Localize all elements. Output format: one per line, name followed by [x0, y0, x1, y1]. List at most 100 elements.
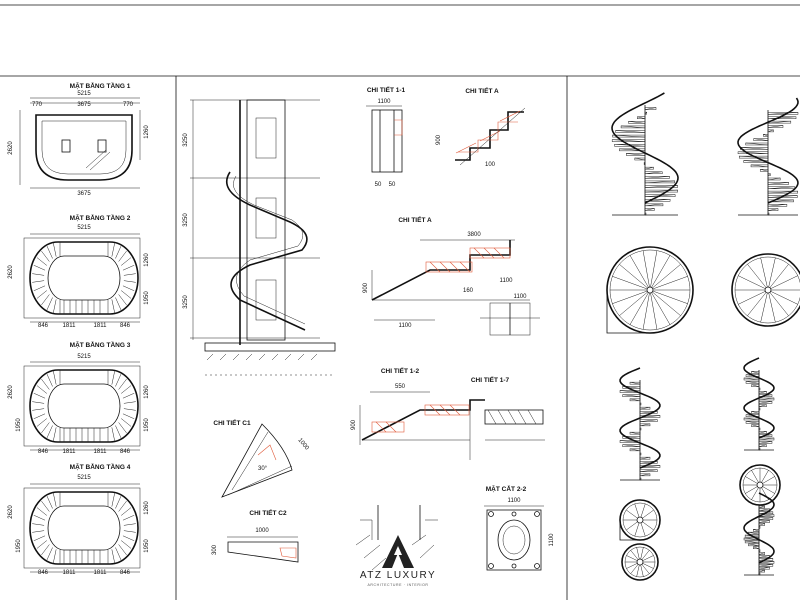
plan-4-dim-right-b: 1950: [144, 539, 150, 553]
detail-c2: CHI TIẾT C2 1000 300: [212, 507, 299, 563]
detail-c2-left: 300: [212, 544, 218, 555]
plan-1-dim-bottom: 3675: [77, 191, 91, 197]
plan-3-dim-right-a: 1260: [144, 385, 150, 399]
detail-a-large-mid: 160: [463, 288, 474, 294]
detail-c1-dim: 1000: [296, 437, 310, 452]
detail-a-large-bottom: 1100: [399, 323, 413, 329]
logo-tagline: ARCHITECTURE · INTERIOR: [367, 583, 428, 587]
detail-a-large-r2: 1100: [514, 294, 528, 300]
plan-1-dim-total: 5215: [77, 91, 91, 97]
detail-a-large-left: 900: [363, 282, 369, 293]
detail-a-small: CHI TIẾT A 900 100: [436, 85, 526, 168]
section-2-2-right: 1100: [549, 533, 555, 547]
detail-1-1-b2: 50: [389, 182, 396, 188]
plan-2-dim-right-b: 1950: [144, 291, 150, 305]
logo-name: ATZ LUXURY: [360, 570, 436, 581]
plan-3-dim-right-b: 1950: [144, 418, 150, 432]
spiral-elevation-2: [737, 97, 799, 216]
pile-detail: [355, 505, 438, 571]
detail-1-1: CHI TIẾT 1-1 1100 50 50: [366, 84, 406, 188]
detail-a-large-title: CHI TIẾT A: [398, 214, 432, 224]
detail-1-2: CHI TIẾT 1-2 550 900: [351, 365, 485, 445]
plan-3-dim-b2: 1811: [63, 449, 77, 455]
plan-1-dim-left: 2620: [8, 141, 14, 155]
plan-1-dim-top-3: 770: [123, 102, 134, 108]
sheet-frame: [0, 4, 800, 600]
section-2-2-top: 1100: [508, 498, 522, 504]
plan-3-dim-left-b: 1950: [16, 418, 22, 432]
plan-floor-2: MẶT BẰNG TẦNG 2 5215 2620 1260 1950 846 …: [8, 212, 150, 329]
section-level-2: 3250: [183, 213, 189, 227]
plan-shapes: [23, 233, 141, 573]
plan-floor-3: MẶT BẰNG TẦNG 3 5215 2620 1950 1260 1950…: [8, 339, 150, 455]
detail-a-large: CHI TIẾT A 3800 900 160 1100 1100 1100: [363, 214, 540, 336]
plan-2-dim-total: 5215: [77, 225, 91, 231]
plan-4-dim-b1: 846: [38, 570, 49, 576]
plan-floor-4: MẶT BẰNG TẦNG 4 5215 2620 1950 1260 1950…: [8, 461, 150, 576]
plan-4-dim-left-b: 1950: [16, 539, 22, 553]
stair-section: 3250 3250 3250: [183, 99, 336, 376]
spiral-elevation-5: [743, 492, 775, 576]
detail-1-7: CHI TIẾT 1-7: [469, 374, 545, 460]
section-level-1: 3250: [183, 133, 189, 147]
plan-2-dim-right-a: 1260: [144, 253, 150, 267]
atz-luxury-logo: ATZ LUXURY ARCHITECTURE · INTERIOR: [360, 535, 436, 587]
spiral-plan-3: [739, 464, 781, 506]
spiral-elevation-3: [619, 367, 661, 481]
plan-4-dim-left: 2620: [8, 505, 14, 519]
spiral-elevation-1: [611, 92, 679, 216]
plan-2-dim-b2: 1811: [63, 323, 77, 329]
plan-4-dim-total: 5215: [77, 475, 91, 481]
plan-3-dim-left: 2620: [8, 385, 14, 399]
plan-2-drawing: [23, 233, 141, 323]
detail-c1: CHI TIẾT C1 30° 1000: [213, 417, 310, 498]
plan-3-dim-b3: 1811: [94, 449, 108, 455]
detail-c1-title: CHI TIẾT C1: [213, 417, 251, 427]
plan-4-drawing: [23, 483, 141, 573]
plan-2-dim-b1: 846: [38, 323, 49, 329]
plan-floor-1: MẶT BẰNG TẦNG 1 5215 770 3675 770 2620 1…: [8, 80, 150, 197]
detail-1-2-left: 900: [351, 419, 357, 430]
plan-4-dim-b2: 1811: [63, 570, 77, 576]
detail-a-small-a: 100: [485, 162, 496, 168]
plan-3-dim-b4: 846: [120, 449, 131, 455]
plan-2-dim-b4: 846: [120, 323, 131, 329]
plan-2-title: MẶT BẰNG TẦNG 2: [70, 212, 131, 222]
detail-1-7-title: CHI TIẾT 1-7: [471, 374, 510, 384]
section-2-2-title: MẶT CẮT 2-2: [486, 484, 527, 493]
detail-a-large-right: 1100: [500, 278, 514, 284]
ground-hatch: [205, 353, 335, 376]
plan-4-title: MẶT BẰNG TẦNG 4: [70, 461, 131, 471]
plan-4-dim-b4: 846: [120, 570, 131, 576]
detail-c1-angle: 30°: [258, 466, 268, 472]
spiral-plan-5: [621, 543, 659, 581]
detail-a-small-h: 900: [436, 134, 442, 145]
spiral-plan-1: [606, 246, 694, 334]
plan-2-dim-b3: 1811: [94, 323, 108, 329]
plan-4-dim-b3: 1811: [94, 570, 108, 576]
plan-3-dim-b1: 846: [38, 449, 49, 455]
detail-1-1-title: CHI TIẾT 1-1: [367, 84, 406, 94]
plan-1-dim-right: 1260: [144, 125, 150, 139]
detail-c2-top: 1000: [255, 528, 269, 534]
spiral-stair-views: [606, 92, 800, 581]
detail-1-2-top: 550: [395, 384, 406, 390]
plan-1-title: MẶT BẰNG TẦNG 1: [70, 80, 131, 90]
detail-1-1-b1: 50: [375, 182, 382, 188]
plan-3-dim-total: 5215: [77, 354, 91, 360]
detail-1-1-top: 1100: [378, 99, 392, 105]
plan-3-title: MẶT BẰNG TẦNG 3: [70, 339, 131, 349]
section-2-2: MẶT CẮT 2-2 1100 1100: [484, 484, 555, 571]
detail-1-2-title: CHI TIẾT 1-2: [381, 365, 420, 375]
plan-4-dim-right-a: 1260: [144, 501, 150, 515]
detail-a-small-title: CHI TIẾT A: [465, 85, 499, 95]
plan-1-dim-top-1: 770: [32, 102, 43, 108]
plan-1-dim-top-2: 3675: [77, 102, 91, 108]
detail-c2-title: CHI TIẾT C2: [249, 507, 287, 517]
spiral-plan-4: [619, 499, 661, 541]
plan-3-drawing: [23, 361, 141, 451]
spiral-plan-2: [731, 253, 800, 327]
spiral-elevation-4: [743, 357, 775, 451]
section-level-3: 3250: [183, 295, 189, 309]
plan-2-dim-left: 2620: [8, 265, 14, 279]
